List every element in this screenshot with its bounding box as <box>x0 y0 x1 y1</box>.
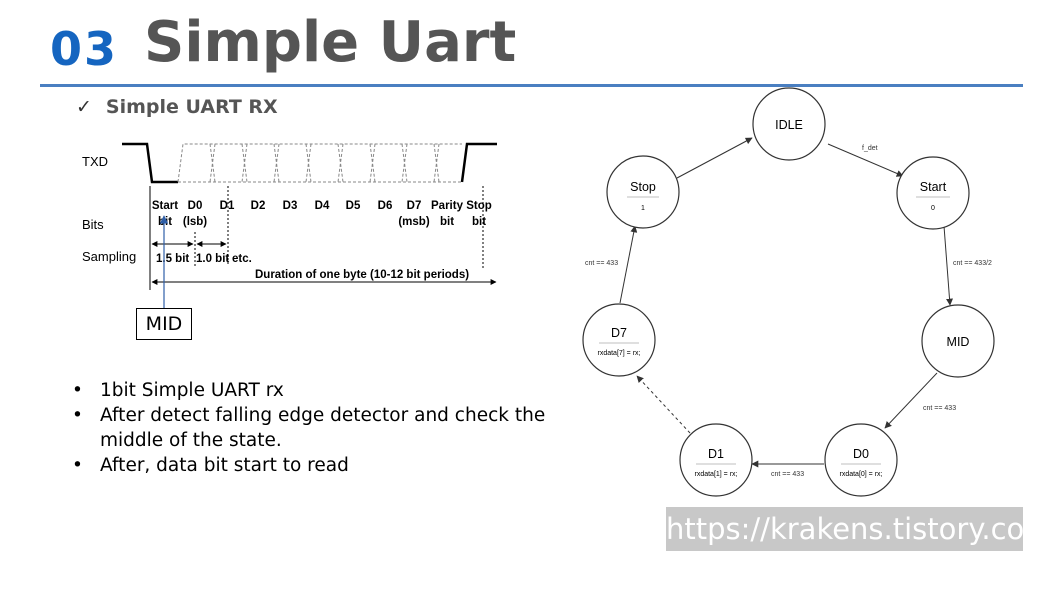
state-d7: D7 rxdata[7] = rx; <box>582 303 656 377</box>
state-action: 0 <box>931 205 935 212</box>
sampling-marks <box>149 186 497 290</box>
checkmark-icon: ✓ <box>76 96 92 118</box>
bit-label-top: D0 <box>188 200 203 212</box>
bit-label-top: D7 <box>407 200 422 212</box>
note-item: After, data bit start to read <box>72 453 562 478</box>
duration-label: Duration of one byte (10-12 bit periods) <box>255 269 469 281</box>
edge-idle-start <box>827 143 904 177</box>
state-name: D1 <box>708 447 724 461</box>
slide-title: Simple Uart <box>144 10 517 75</box>
state-action: rxdata[0] = rx; <box>840 471 883 478</box>
state-idle: IDLE <box>752 87 826 161</box>
note-item: 1bit Simple UART rx <box>72 378 562 403</box>
sampling-label: Sampling <box>82 249 136 264</box>
state-action: rxdata[7] = rx; <box>598 350 641 357</box>
edge-d7-stop <box>619 225 638 304</box>
edge-d1-d7 <box>636 375 691 434</box>
txd-idle-start <box>122 142 178 184</box>
state-stop: Stop 1 <box>606 155 680 229</box>
uart-rx-state-machine: f_det cnt == 433/2 cnt == 433 cnt == 433… <box>582 87 995 497</box>
bit-labels: Start bit D0 (lsb) D1 D2 D3 D4 D5 D6 D7 … <box>152 200 492 228</box>
notes-list: 1bit Simple UART rx After detect falling… <box>72 378 562 478</box>
bit-label-top: D3 <box>283 200 298 212</box>
slide-number: 03 <box>50 22 119 76</box>
bit-label-bottom: bit <box>158 216 172 228</box>
bit-label-bottom: (msb) <box>398 216 429 228</box>
sample-1-5-label: 1.5 bit <box>156 253 189 265</box>
edge-mid-d0 <box>884 372 938 429</box>
bit-label-top: D2 <box>251 200 266 212</box>
state-action: 1 <box>641 205 645 212</box>
state-action: rxdata[1] = rx; <box>695 471 738 478</box>
transition-label: cnt == 433 <box>771 471 804 478</box>
bit-label-top: D6 <box>378 200 393 212</box>
state-name: IDLE <box>775 118 803 132</box>
section-heading-text: Simple UART RX <box>105 96 278 118</box>
watermark-url: https://krakens.tistory.com <box>666 507 1053 551</box>
transition-label: cnt == 433 <box>585 260 618 267</box>
bit-label-bottom: bit <box>440 216 454 228</box>
bit-label-bottom: bit <box>472 216 486 228</box>
sampling-texts: 1.5 bit 1.0 bit etc. Duration of one byt… <box>156 253 469 281</box>
bit-label-top: D4 <box>315 200 330 212</box>
state-d0: D0 rxdata[0] = rx; <box>824 423 898 497</box>
bit-label-bottom: (lsb) <box>183 216 207 228</box>
txd-stop-idle <box>460 142 497 183</box>
bit-label-top: Parity <box>431 200 464 212</box>
bit-label-top: Stop <box>466 200 492 212</box>
state-mid: MID <box>921 304 995 378</box>
mid-label-box: MID <box>136 308 192 340</box>
state-start: Start 0 <box>896 156 970 230</box>
state-name: D0 <box>853 447 869 461</box>
bits-label: Bits <box>82 217 104 232</box>
edge-start-mid <box>943 225 954 306</box>
bit-label-top: D1 <box>220 200 235 212</box>
section-heading: ✓ Simple UART RX <box>76 96 278 118</box>
transition-label: f_det <box>862 145 878 152</box>
state-d1: D1 rxdata[1] = rx; <box>679 423 753 497</box>
sample-1-0-label: 1.0 bit <box>196 253 229 265</box>
txd-data-bits <box>177 143 462 183</box>
bit-label-top: Start <box>152 200 178 212</box>
bit-label-top: D5 <box>346 200 361 212</box>
state-name: Start <box>920 180 947 194</box>
txd-label: TXD <box>82 154 108 169</box>
note-item: After detect falling edge detector and c… <box>72 403 562 453</box>
sample-etc-label: etc. <box>232 253 252 265</box>
transition-label: cnt == 433/2 <box>953 260 992 267</box>
edge-stop-idle <box>676 137 753 179</box>
state-name: MID <box>947 335 970 349</box>
state-name: D7 <box>611 326 627 340</box>
transition-label: cnt == 433 <box>923 405 956 412</box>
uart-timing-diagram: TXD Bits Sampling Start bit D0 (lsb) D1 … <box>82 142 497 308</box>
state-name: Stop <box>630 180 656 194</box>
title-divider <box>40 84 1023 87</box>
